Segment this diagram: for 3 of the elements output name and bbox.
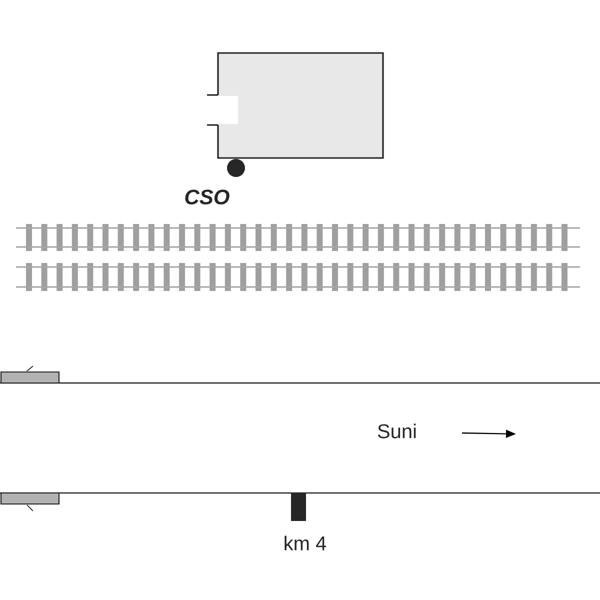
kilometre-label: km 4 (284, 536, 326, 550)
station-label: CSO (185, 190, 230, 204)
direction-label: Suni (378, 424, 416, 438)
